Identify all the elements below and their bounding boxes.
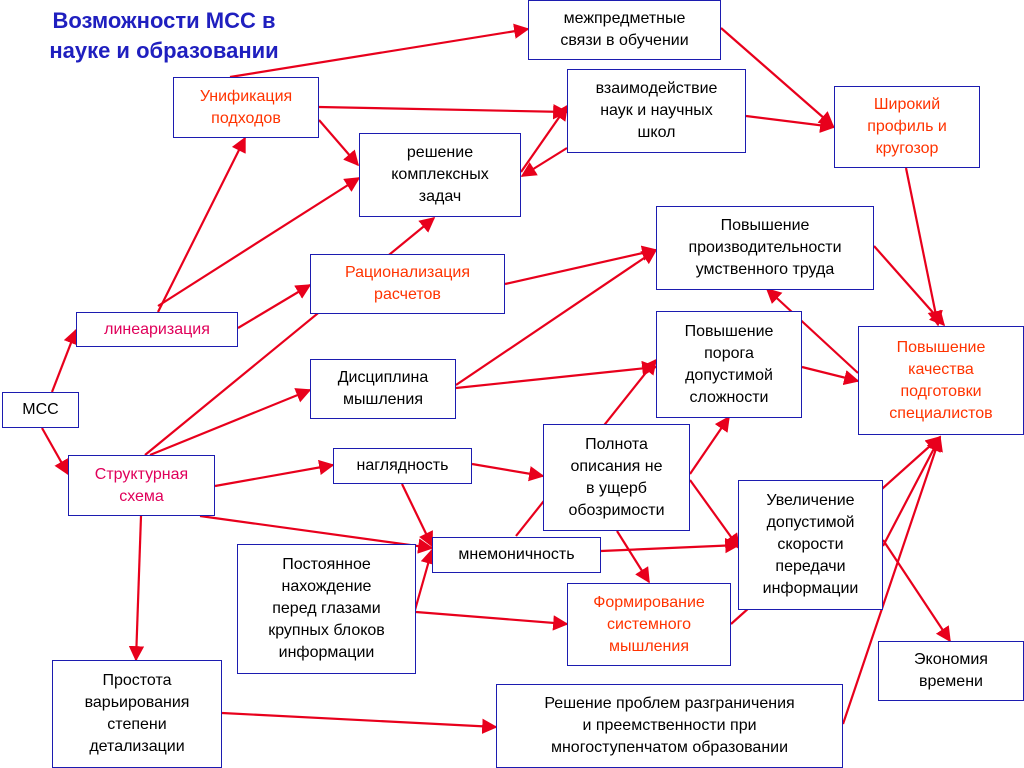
arrow-interaction-complex xyxy=(520,147,568,177)
arrow-speed-time xyxy=(882,539,951,643)
node-discipline: Дисциплина мышления xyxy=(310,359,456,419)
node-broad-profile: Широкий профиль и кругозор xyxy=(834,86,980,168)
node-complexity-threshold: Повышение порога допустимой сложности xyxy=(656,311,802,418)
arrow-visibility-completeness xyxy=(471,462,545,482)
arrow-rationalization-productivity xyxy=(504,245,658,286)
arrow-mss-linearization xyxy=(50,328,79,393)
arrow-interdisciplinary-broad xyxy=(720,27,835,128)
node-mnemonic: мнемоничность xyxy=(432,537,601,573)
arrow-unification-interaction xyxy=(318,104,569,120)
arrow-simplicity-multilevel xyxy=(221,711,498,734)
node-constant-view: Постоянное нахождение перед глазами круп… xyxy=(237,544,416,674)
arrow-mnemonic-speed xyxy=(600,537,741,554)
node-time-saving: Экономия времени xyxy=(878,641,1024,701)
node-visibility: наглядность xyxy=(333,448,472,484)
arrow-constant-mnemonic xyxy=(413,548,436,611)
arrow-structural-simplicity xyxy=(128,515,145,662)
arrow-constant-system xyxy=(415,610,569,631)
arrow-completeness-threshold xyxy=(689,415,730,475)
arrow-completeness-speed xyxy=(689,479,740,550)
arrow-multilevel-quality xyxy=(841,435,943,725)
arrow-linearization-rationalization xyxy=(237,284,312,329)
arrow-linearization-complex xyxy=(157,177,361,307)
node-interdisciplinary: межпредметные связи в обучении xyxy=(528,0,721,60)
arrow-productivity-quality xyxy=(873,245,946,327)
arrow-visibility-mnemonic xyxy=(401,483,433,548)
arrow-broad-quality xyxy=(904,167,943,327)
arrow-mss-structural xyxy=(41,427,69,476)
node-multilevel: Решение проблем разграничения и преемств… xyxy=(496,684,843,768)
arrow-structural-mnemonic xyxy=(199,514,434,554)
node-unification: Унификация подходов xyxy=(173,77,319,138)
node-system-thinking: Формирование системного мышления xyxy=(567,583,731,666)
slide-title: Возможности МСС в науке и образовании xyxy=(49,8,279,63)
arrow-speed-quality xyxy=(882,435,941,547)
node-quality: Повышение качества подготовки специалист… xyxy=(858,326,1024,435)
node-completeness: Полнота описания не в ущерб обозримости xyxy=(543,424,690,531)
node-complex-tasks: решение комплексных задач xyxy=(359,133,521,217)
node-simplicity: Простота варьирования степени детализаци… xyxy=(52,660,222,768)
arrow-complex-interaction xyxy=(520,104,568,173)
arrow-quality-productivity xyxy=(765,287,859,374)
arrow-discipline-threshold xyxy=(455,360,658,390)
arrow-interaction-broad xyxy=(745,114,836,133)
node-mss: МСС xyxy=(2,392,79,428)
arrow-unification-interdisciplinary xyxy=(229,23,530,79)
arrow-structural-visibility xyxy=(214,459,335,488)
arrow-linearization-unification xyxy=(157,136,246,313)
arrow-completeness-system xyxy=(616,530,650,584)
arrow-threshold-quality xyxy=(801,365,860,386)
arrow-structural-discipline xyxy=(149,388,312,457)
node-speed: Увеличение допустимой скорости передачи … xyxy=(738,480,883,610)
node-productivity: Повышение производительности умственного… xyxy=(656,206,874,290)
node-interaction: взаимодействие наук и научных школ xyxy=(567,69,746,153)
node-structural-scheme: Структурная схема xyxy=(68,455,215,516)
node-linearization: линеаризация xyxy=(76,312,238,347)
arrow-unification-complex xyxy=(318,119,360,167)
node-rationalization: Рационализация расчетов xyxy=(310,254,505,314)
arrow-discipline-productivity xyxy=(455,249,658,386)
